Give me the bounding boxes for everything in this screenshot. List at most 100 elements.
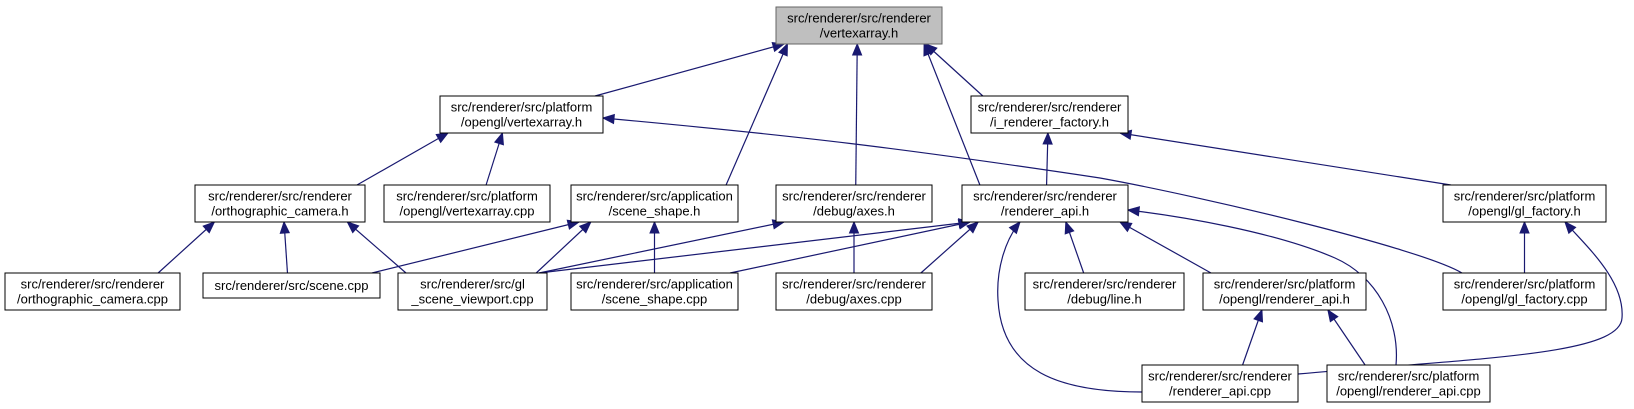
node-label-line: /opengl/vertexarray.cpp — [400, 204, 535, 219]
node-label-line: src/renderer/src/renderer — [973, 189, 1117, 204]
node-debug-axes-cpp[interactable]: src/renderer/src/renderer/debug/axes.cpp — [775, 272, 933, 311]
node-label-line: /orthographic_camera.h — [211, 204, 348, 219]
node-label-line: /scene_shape.h — [609, 204, 701, 219]
edge-line — [538, 221, 785, 274]
arrowhead — [1064, 220, 1075, 235]
node-label-line: src/renderer/src/platform — [1338, 369, 1480, 384]
node-label-line: /opengl/gl_factory.cpp — [1461, 292, 1587, 307]
arrowhead — [1126, 206, 1141, 217]
edge-line — [1297, 221, 1623, 375]
node-label-line: src/renderer/src/renderer — [782, 277, 926, 292]
edge-line — [1127, 209, 1398, 366]
node-box — [775, 184, 933, 223]
node-box — [570, 184, 739, 223]
node-box — [397, 272, 548, 311]
arrowhead — [966, 221, 980, 234]
edge-i_renderer_factory_h-to-vertexarray_h — [924, 43, 984, 97]
arrowhead — [649, 220, 660, 234]
node-label-line: src/renderer/src/platform — [1454, 277, 1596, 292]
arrowhead — [435, 132, 450, 144]
node-label-line: /orthographic_camera.cpp — [17, 292, 168, 307]
arrowhead — [851, 42, 863, 56]
edge-gl_scene_viewport_cpp-to-orthographic_camera_h — [346, 221, 407, 274]
node-scene-shape-h[interactable]: src/renderer/src/application/scene_shape… — [570, 184, 739, 223]
node-scene-cpp[interactable]: src/renderer/src/scene.cpp — [202, 272, 381, 299]
edge-orthographic_camera_h-to-opengl_vertexarray_h — [356, 132, 450, 186]
node-label-line: /opengl/renderer_api.cpp — [1336, 384, 1481, 399]
arrowhead — [848, 220, 860, 234]
node-opengl-vertexarray-h[interactable]: src/renderer/src/platform/opengl/vertexa… — [439, 95, 604, 134]
edge-opengl_renderer_api_cpp-to-opengl_renderer_api_h — [1327, 308, 1366, 366]
arrowhead — [578, 221, 592, 234]
edge-scene_cpp-to-orthographic_camera_h — [279, 220, 291, 274]
node-box — [1202, 272, 1367, 311]
node-i-renderer-factory-h[interactable]: src/renderer/src/renderer/i_renderer_fac… — [970, 95, 1129, 134]
node-label-line: _scene_viewport.cpp — [410, 292, 533, 307]
arrowhead — [346, 221, 360, 234]
node-box — [1024, 272, 1185, 311]
edge-line — [729, 221, 971, 274]
edge-line — [1119, 132, 1452, 186]
node-debug-axes-h[interactable]: src/renderer/src/renderer/debug/axes.h — [775, 184, 933, 223]
edge-line — [602, 117, 1463, 274]
node-label-line: /debug/axes.cpp — [806, 292, 901, 307]
edge-line — [725, 43, 788, 186]
edge-renderer_api_h-to-i_renderer_factory_h — [1042, 131, 1053, 186]
arrowhead — [1564, 221, 1577, 235]
arrowhead — [601, 113, 615, 125]
node-label-line: /opengl/vertexarray.h — [461, 115, 582, 130]
node-label-line: /i_renderer_factory.h — [990, 115, 1109, 130]
edge-gl_factory_cpp-to-gl_factory_h — [1519, 220, 1530, 273]
arrowhead — [493, 131, 504, 146]
node-label-line: /opengl/gl_factory.h — [1468, 204, 1581, 219]
node-opengl-vertexarray-cpp[interactable]: src/renderer/src/platform/opengl/vertexa… — [383, 184, 551, 223]
node-vertexarray-h[interactable]: src/renderer/src/renderer/vertexarray.h — [775, 6, 943, 45]
node-gl-factory-h[interactable]: src/renderer/src/platform/opengl/gl_fact… — [1442, 184, 1607, 223]
node-label-line: src/renderer/src/gl — [420, 277, 525, 292]
node-renderer-api-cpp[interactable]: src/renderer/src/renderer/renderer_api.c… — [1141, 364, 1299, 403]
edge-line — [538, 221, 971, 274]
node-debug-line-h[interactable]: src/renderer/src/renderer/debug/line.h — [1024, 272, 1185, 311]
node-label-line: src/renderer/src/platform — [396, 189, 538, 204]
node-label-line: src/renderer/src/renderer — [978, 100, 1122, 115]
node-gl-scene-viewport-cpp[interactable]: src/renderer/src/gl_scene_viewport.cpp — [397, 272, 548, 311]
edge-debug_axes_cpp-to-debug_axes_h — [848, 220, 860, 273]
edge-renderer_api_cpp-to-renderer_api_h — [997, 220, 1143, 393]
node-opengl-renderer-api-cpp[interactable]: src/renderer/src/platform/opengl/rendere… — [1326, 364, 1491, 403]
edge-line — [1119, 221, 1212, 274]
node-orthographic-camera-cpp[interactable]: src/renderer/src/renderer/orthographic_c… — [4, 272, 181, 311]
node-label-line: /debug/line.h — [1067, 292, 1141, 307]
edge-opengl_vertexarray_h-to-vertexarray_h — [594, 41, 786, 97]
node-label-line: src/renderer/src/renderer — [1033, 277, 1177, 292]
arrowhead — [1253, 308, 1264, 323]
node-gl-factory-cpp[interactable]: src/renderer/src/platform/opengl/gl_fact… — [1442, 272, 1607, 311]
edge-renderer_api_cpp-to-gl_factory_h — [1297, 221, 1623, 375]
edge-layer — [157, 41, 1623, 393]
node-label-line: /opengl/renderer_api.h — [1219, 292, 1350, 307]
arrowhead — [202, 221, 216, 234]
edge-line — [594, 43, 785, 97]
node-box — [383, 184, 551, 223]
node-label-line: src/renderer/src/renderer — [782, 189, 926, 204]
node-renderer-api-h[interactable]: src/renderer/src/renderer/renderer_api.h — [961, 184, 1129, 223]
node-scene-shape-cpp[interactable]: src/renderer/src/application/scene_shape… — [570, 272, 739, 311]
edge-line — [920, 221, 979, 274]
arrowhead — [1118, 221, 1133, 233]
arrowhead — [1519, 220, 1530, 234]
node-label-line: src/renderer/src/scene.cpp — [215, 278, 369, 293]
node-label-line: /renderer_api.cpp — [1169, 384, 1271, 399]
edge-opengl_renderer_api_h-to-renderer_api_h — [1118, 221, 1212, 274]
edge-orthographic_camera_cpp-to-orthographic_camera_h — [157, 221, 216, 274]
edge-debug_line_h-to-renderer_api_h — [1064, 220, 1085, 274]
edge-line — [157, 221, 215, 274]
node-box — [1442, 184, 1607, 223]
node-opengl-renderer-api-h[interactable]: src/renderer/src/platform/opengl/rendere… — [1202, 272, 1367, 311]
node-label-line: src/renderer/src/platform — [1454, 189, 1596, 204]
node-label-line: /debug/axes.h — [813, 204, 895, 219]
node-label-line: src/renderer/src/application — [576, 189, 733, 204]
node-label-line: /renderer_api.h — [1001, 204, 1089, 219]
node-box — [970, 95, 1129, 134]
node-orthographic-camera-h[interactable]: src/renderer/src/renderer/orthographic_c… — [194, 184, 366, 223]
arrowhead — [1008, 220, 1021, 235]
edge-debug_axes_h-to-vertexarray_h — [851, 42, 863, 186]
